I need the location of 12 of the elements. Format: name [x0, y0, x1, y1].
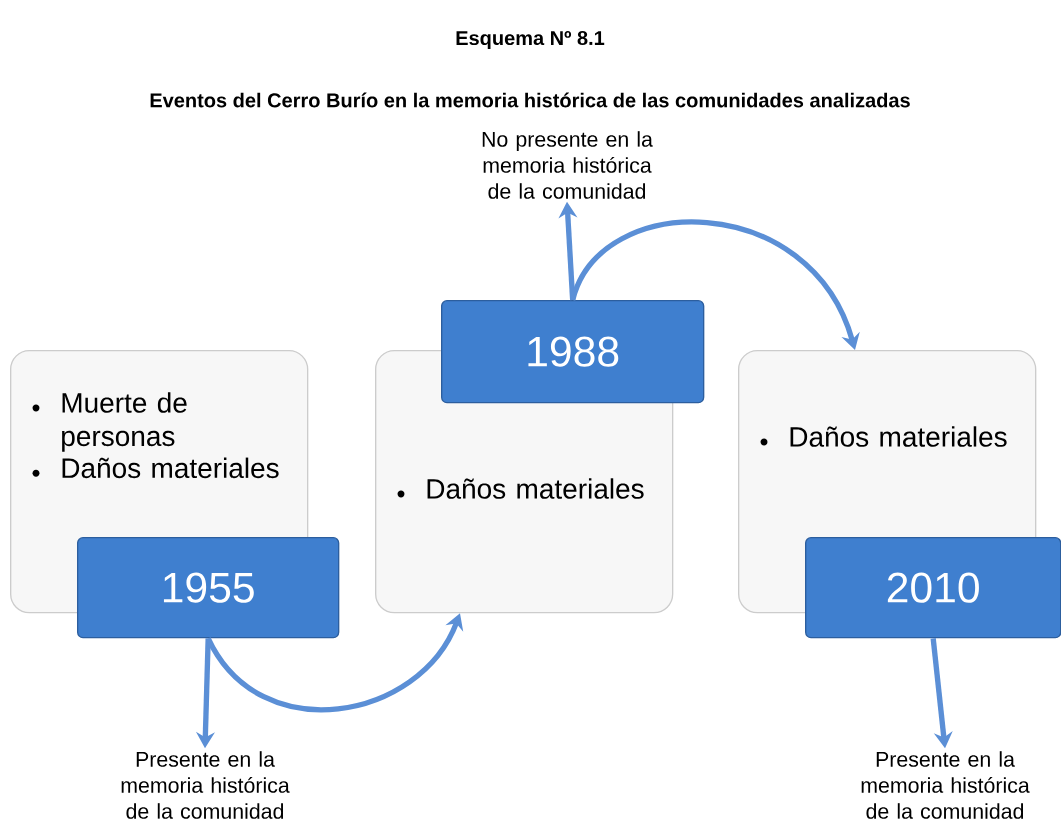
- note-text: No presente en la memoria histórica de la comunidad: [482, 131, 653, 199]
- subtitle: Eventos del Cerro Burío en la memoria histórica de las comunidades analizadas: [150, 92, 910, 108]
- bullet-item: Daños materiales: [32, 457, 279, 479]
- year-box: 1955: [77, 537, 340, 639]
- note-text: Presente en la memoria histórica de la comunidad: [121, 751, 290, 819]
- bullet-item: Daños materiales: [760, 426, 1007, 447]
- year-box: 2010: [805, 537, 1061, 639]
- title: Esquema Nº 8.1: [456, 30, 605, 50]
- note-text: Presente en la memoria histórica de la comunidad: [861, 751, 1030, 819]
- year-box: 1988: [441, 300, 705, 404]
- bullet-item: Muerte de personas: [32, 392, 187, 452]
- bullet-item: Daños materiales: [397, 478, 644, 499]
